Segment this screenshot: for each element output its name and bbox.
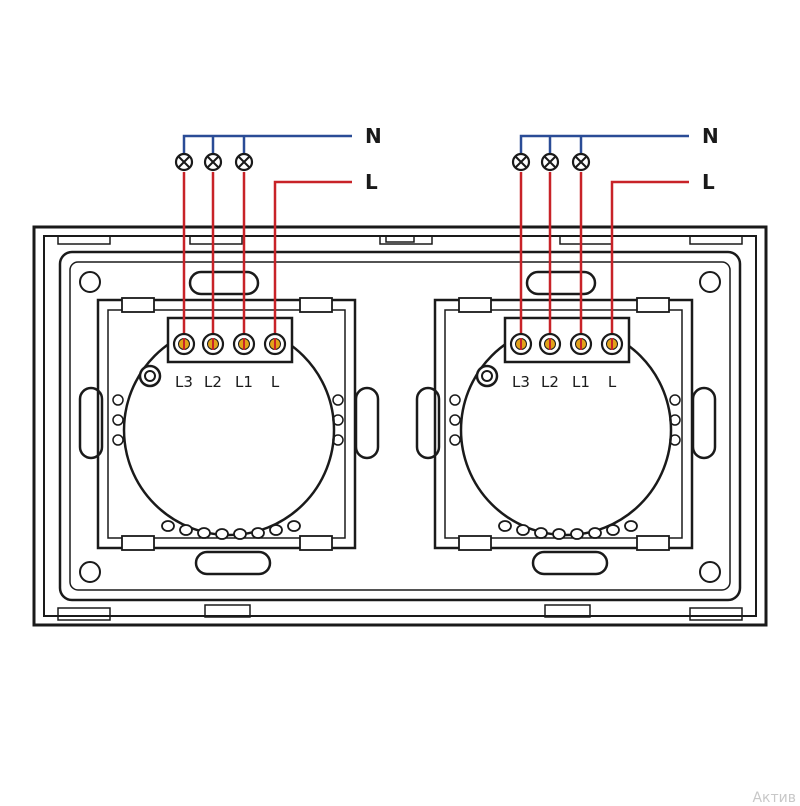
latch-bump	[570, 528, 584, 540]
top-clip	[57, 235, 111, 245]
terminal-label: L	[608, 373, 617, 391]
latch-bump	[534, 527, 548, 539]
bracket-tab	[121, 535, 155, 551]
latch-bump	[588, 527, 602, 539]
mounting-bracket	[96, 298, 357, 550]
latch-bump	[498, 520, 512, 532]
terminal-label: L2	[204, 373, 222, 391]
connector-cross	[178, 156, 190, 168]
left-side-slot	[78, 386, 104, 460]
neutral-label: N	[365, 124, 382, 148]
module-screw-inner	[481, 370, 493, 382]
switch-module	[415, 270, 717, 576]
corner-screw-hole	[79, 561, 101, 583]
mounting-bracket	[433, 298, 694, 550]
latch-bump	[269, 524, 283, 536]
latch-bump	[287, 520, 301, 532]
module-screw-inner	[144, 370, 156, 382]
outer-frame	[32, 225, 768, 627]
plate-border	[58, 250, 742, 602]
bracket-tab	[299, 297, 333, 313]
connector-cross	[515, 156, 527, 168]
live-label: L	[702, 170, 715, 194]
latch-bump	[516, 524, 530, 536]
latch-bump	[215, 528, 229, 540]
top-clip	[379, 235, 433, 245]
latch-bump	[606, 524, 620, 536]
left-side-slot	[415, 386, 441, 460]
bracket-tab	[121, 297, 155, 313]
bottom-mounting-slot	[531, 550, 609, 576]
module-screw-icon	[138, 364, 162, 388]
bracket-tab	[636, 535, 670, 551]
side-nub	[449, 414, 461, 426]
connector-cross	[575, 156, 587, 168]
side-nub	[449, 434, 461, 446]
neutral-wire	[182, 134, 352, 160]
bracket-inner	[444, 309, 683, 539]
top-mounting-slot	[188, 270, 260, 296]
bottom-clip	[544, 604, 591, 618]
bracket-tab	[458, 535, 492, 551]
connector-cross	[207, 156, 219, 168]
latch-bump	[233, 528, 247, 540]
terminal-label: L2	[541, 373, 559, 391]
corner-screw-hole	[699, 561, 721, 583]
top-clip	[559, 235, 613, 245]
bottom-mounting-slot	[194, 550, 272, 576]
terminal-label: L	[271, 373, 280, 391]
bracket-inner	[107, 309, 346, 539]
switch-module	[78, 270, 380, 576]
connector-cross	[238, 156, 250, 168]
right-side-slot	[354, 386, 380, 460]
bottom-clip	[689, 607, 743, 621]
latch-bump	[197, 527, 211, 539]
latch-bump	[161, 520, 175, 532]
side-nub	[112, 414, 124, 426]
live-label: L	[365, 170, 378, 194]
bracket-tab	[458, 297, 492, 313]
terminal-label: L3	[512, 373, 530, 391]
top-clip	[189, 235, 243, 245]
terminal-label: L3	[175, 373, 193, 391]
live-wire	[610, 180, 689, 344]
corner-screw-hole	[699, 271, 721, 293]
latch-bump	[251, 527, 265, 539]
neutral-wire	[519, 134, 689, 160]
bracket-tab	[636, 297, 670, 313]
side-nub	[449, 394, 461, 406]
side-nub	[332, 394, 344, 406]
latch-bump	[552, 528, 566, 540]
neutral-label: N	[702, 124, 719, 148]
side-nub	[669, 394, 681, 406]
right-side-slot	[691, 386, 717, 460]
watermark-text: Актив	[752, 790, 796, 806]
bottom-clip	[204, 604, 251, 618]
corner-screw-hole	[79, 271, 101, 293]
plate-inner-border	[69, 261, 731, 591]
center-clip	[385, 235, 415, 243]
inner-frame	[43, 235, 757, 617]
latch-bump	[624, 520, 638, 532]
live-wire	[273, 180, 352, 344]
bracket-tab	[299, 535, 333, 551]
connector-cross	[544, 156, 556, 168]
side-nub	[112, 434, 124, 446]
top-clip	[689, 235, 743, 245]
terminal-label: L1	[235, 373, 253, 391]
terminal-label: L1	[572, 373, 590, 391]
side-nub	[112, 394, 124, 406]
top-mounting-slot	[525, 270, 597, 296]
latch-bump	[179, 524, 193, 536]
module-screw-icon	[475, 364, 499, 388]
bottom-clip	[57, 607, 111, 621]
